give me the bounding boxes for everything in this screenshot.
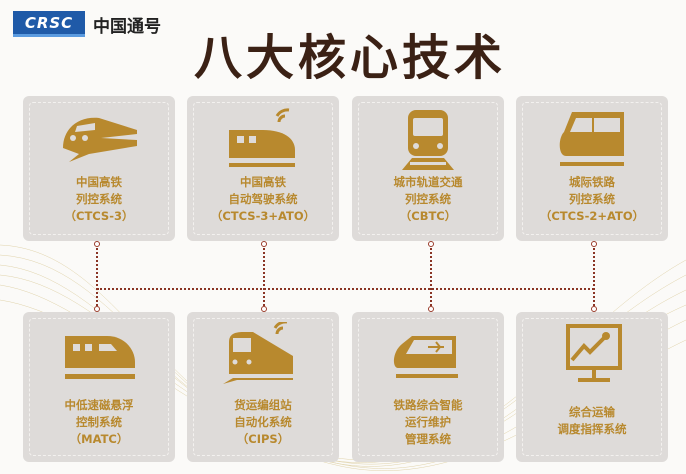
crsc-logo: CRSC 中国通号 <box>13 11 161 37</box>
card-title: 管理系统 <box>405 432 451 446</box>
card-code: （MATC） <box>69 432 129 446</box>
connector-dot <box>94 306 100 312</box>
freight-train-icon <box>223 322 293 384</box>
card-cbtc[interactable]: 城市轨道交通列控系统 （CBTC） <box>352 96 504 241</box>
card-title: 中国高铁 <box>240 175 286 189</box>
connector-line <box>96 244 98 310</box>
card-title: 中低速磁悬浮 <box>64 398 134 412</box>
card-title: 列控系统 <box>405 192 451 206</box>
card-title: 控制系统 <box>76 415 122 429</box>
intercity-train-icon <box>559 112 624 166</box>
card-code: （CIPS） <box>236 432 290 446</box>
card-title: 自动驾驶系统 <box>228 192 298 206</box>
card-title: 铁路综合智能 <box>393 398 463 412</box>
metro-train-icon <box>402 110 454 170</box>
connector-dot <box>94 241 100 247</box>
card-code: （CBTC） <box>399 209 457 223</box>
connector-line <box>430 244 432 310</box>
page-title: 八大核心技术 <box>193 30 506 86</box>
card-title: 货运编组站 <box>234 398 292 412</box>
maintenance-train-icon <box>393 336 458 378</box>
card-code: （CTCS-3+ATO） <box>210 209 316 223</box>
card-maintenance[interactable]: 铁路综合智能运行维护管理系统 <box>352 312 504 462</box>
card-title: 列控系统 <box>76 192 122 206</box>
card-ctcs3-ato[interactable]: 中国高铁自动驾驶系统 （CTCS-3+ATO） <box>187 96 339 241</box>
card-title: 城际铁路 <box>569 175 615 189</box>
connector-dot <box>591 241 597 247</box>
card-cips[interactable]: 货运编组站自动化系统 （CIPS） <box>187 312 339 462</box>
connector-dot <box>428 306 434 312</box>
card-ctcs2-ato[interactable]: 城际铁路列控系统 （CTCS-2+ATO） <box>516 96 668 241</box>
connector-line <box>97 288 594 290</box>
card-title: 综合运输 <box>569 405 615 419</box>
connector-line <box>593 244 595 310</box>
dispatch-monitor-icon <box>566 324 622 382</box>
card-code: （CTCS-3） <box>64 209 134 223</box>
connector-dot <box>261 241 267 247</box>
card-title: 中国高铁 <box>76 175 122 189</box>
logo-mark: CRSC <box>13 11 85 37</box>
connector-dot <box>591 306 597 312</box>
card-title: 调度指挥系统 <box>557 422 627 436</box>
connector-line <box>263 244 265 310</box>
connector-dot <box>428 241 434 247</box>
connector-dot <box>261 306 267 312</box>
card-title: 自动化系统 <box>234 415 292 429</box>
card-title: 运行维护 <box>405 415 451 429</box>
card-matc[interactable]: 中低速磁悬浮控制系统 （MATC） <box>23 312 175 462</box>
card-title: 列控系统 <box>569 192 615 206</box>
logo-name: 中国通号 <box>93 16 161 37</box>
card-ctcs3[interactable]: 中国高铁列控系统 （CTCS-3） <box>23 96 175 241</box>
maglev-train-icon <box>65 336 135 379</box>
card-code: （CTCS-2+ATO） <box>539 209 645 223</box>
card-title: 城市轨道交通 <box>393 175 463 189</box>
high-speed-train-icon <box>63 117 137 162</box>
autonomous-train-icon <box>229 108 295 167</box>
card-dispatch[interactable]: 综合运输调度指挥系统 <box>516 312 668 462</box>
